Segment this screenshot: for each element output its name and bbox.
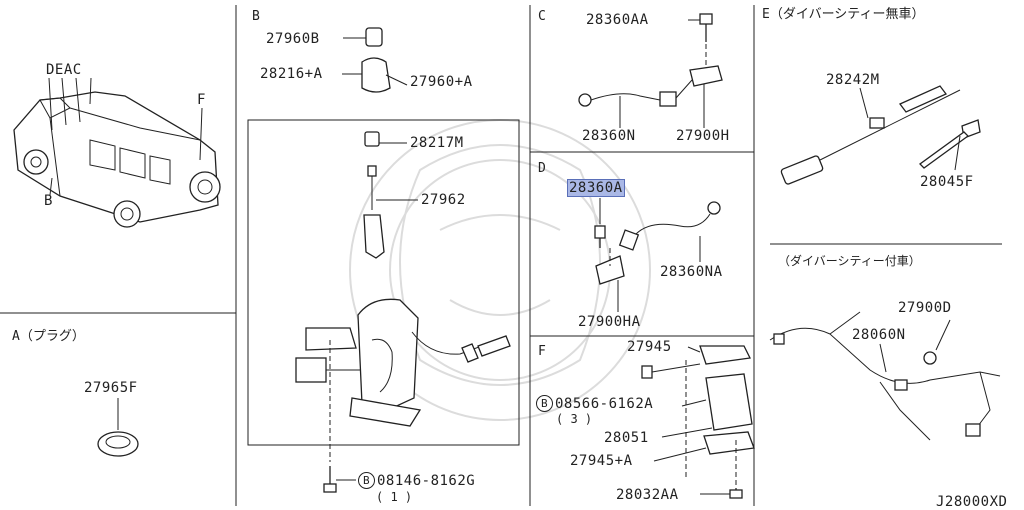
part-28032AA[interactable]: 28032AA — [616, 487, 679, 503]
part-28360N[interactable]: 28360N — [582, 128, 636, 144]
plug-27965F-drawing — [97, 398, 139, 457]
part-27945A[interactable]: 27945+A — [570, 453, 633, 469]
ground-cable-28360NA-drawing — [594, 198, 721, 312]
section-b-letter: B — [252, 9, 260, 24]
part-28217M[interactable]: 28217M — [410, 135, 464, 151]
part-27960A[interactable]: 27960+A — [410, 74, 473, 90]
bolt-f-quantity: ( 3 ) — [556, 412, 593, 426]
part-27900H[interactable]: 27900H — [676, 128, 730, 144]
part-28060N[interactable]: 28060N — [852, 327, 906, 343]
ground-cable-28360N-drawing — [578, 13, 723, 128]
part-28051[interactable]: 28051 — [604, 430, 649, 446]
antenna-assembly-drawing — [295, 27, 511, 493]
diversity-unit-drawing — [641, 345, 755, 499]
part-28360AA[interactable]: 28360AA — [586, 12, 649, 28]
diagram-id: J28000XD — [936, 494, 1008, 510]
part-28216A[interactable]: 28216+A — [260, 66, 323, 82]
vehicle-callout-b: B — [44, 193, 53, 209]
part-28360A[interactable]: 28360A — [567, 179, 625, 197]
bolt-b-quantity: ( 1 ) — [376, 490, 413, 504]
section-f-letter: F — [538, 344, 546, 359]
section-a-caption: （プラグ） — [19, 329, 85, 344]
bolt-symbol-icon: B — [536, 395, 553, 412]
diversity-parts-drawing — [769, 85, 1001, 441]
bolt-b-code: 08146-8162G — [377, 473, 476, 489]
vehicle-callout-deac: DEAC — [46, 62, 82, 78]
section-e-subcaption: （ダイバーシティー付車） — [778, 254, 921, 268]
part-27900HA[interactable]: 27900HA — [578, 314, 641, 330]
part-28242M[interactable]: 28242M — [826, 72, 880, 88]
section-e-caption: （ダイバーシティー無車） — [769, 7, 925, 22]
part-28045F[interactable]: 28045F — [920, 174, 974, 190]
part-28360NA[interactable]: 28360NA — [660, 264, 723, 280]
section-a-letter: A — [12, 329, 20, 344]
section-a-header: A（プラグ） — [12, 330, 85, 344]
bolt-f-code: 08566-6162A — [555, 396, 654, 412]
section-e-letter: E — [762, 7, 770, 22]
part-27962[interactable]: 27962 — [421, 192, 466, 208]
vehicle-illustration — [13, 77, 221, 228]
section-c-letter: C — [538, 9, 546, 24]
part-27960B[interactable]: 27960B — [266, 31, 320, 47]
part-27945[interactable]: 27945 — [627, 339, 672, 355]
bolt-symbol-icon: B — [358, 472, 375, 489]
part-28360A-highlight: 28360A — [567, 179, 625, 197]
part-27965F[interactable]: 27965F — [84, 380, 138, 396]
section-e-header: E（ダイバーシティー無車） — [762, 8, 925, 22]
section-d-letter: D — [538, 161, 546, 176]
vehicle-callout-f: F — [197, 92, 206, 108]
section-borders — [0, 5, 1002, 506]
part-27900D[interactable]: 27900D — [898, 300, 952, 316]
